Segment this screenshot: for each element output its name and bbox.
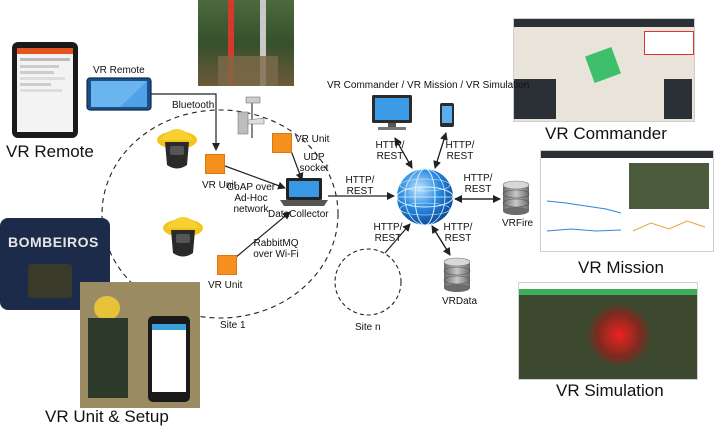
http-vrfire-label: HTTP/ REST — [463, 173, 493, 195]
vr-unit-setup-photo — [80, 282, 200, 408]
http-siten-label: HTTP/ REST — [373, 222, 403, 244]
clients-header-label: VR Commander / VR Mission / VR Simulatio… — [327, 80, 530, 91]
rabbitmq-label: RabbitMQ over Wi-Fi — [253, 238, 299, 260]
mobile-phone-icon — [440, 103, 454, 127]
vr-remote-tablet-icon — [86, 77, 152, 111]
vr-mission-caption: VR Mission — [578, 258, 664, 277]
vr-unit-label-center: VR Unit — [295, 134, 330, 145]
vrfire-database-icon — [502, 180, 530, 215]
vr-commander-caption: VR Commander — [545, 124, 667, 143]
site1-label: Site 1 — [220, 320, 246, 331]
http-mobile-label: HTTP/ REST — [445, 140, 475, 162]
siten-to-cloud — [384, 223, 411, 254]
vr-unit-label-bottom: VR Unit — [208, 280, 243, 291]
vr-unit-label-top: VR Unit — [202, 180, 237, 191]
desktop-computer-icon — [372, 95, 412, 130]
vr-mission-screenshot — [540, 150, 714, 252]
bluetooth-label: Bluetooth — [172, 100, 215, 111]
vr-simulation-caption: VR Simulation — [556, 381, 664, 400]
vr-unit-icon — [272, 133, 292, 153]
vr-unit-setup-caption: VR Unit & Setup — [45, 407, 169, 426]
http-vrdata-label: HTTP/ REST — [443, 222, 473, 244]
vr-remote-device-label: VR Remote — [93, 65, 145, 76]
siten-label: Site n — [355, 322, 381, 333]
vrdata-database-icon — [443, 257, 471, 292]
vrdata-label: VRData — [442, 296, 478, 307]
vr-unit-icon — [217, 255, 237, 275]
bombeiros-text: BOMBEIROS — [8, 234, 99, 250]
weather-sensor-icon — [237, 96, 265, 138]
firefighter-helmet-icon — [163, 217, 203, 257]
tower-photo — [198, 0, 294, 86]
coap-link — [224, 165, 286, 190]
firefighter-helmet-icon — [157, 129, 197, 169]
http-collector-label: HTTP/ REST — [345, 175, 375, 197]
coap-label: CoAP over Ad-Hoc network — [226, 182, 276, 215]
udp-label: UDP socket — [299, 152, 329, 174]
site1-boundary — [101, 109, 339, 319]
rabbitmq-link — [234, 211, 291, 259]
http-desktop-label: HTTP/ REST — [375, 140, 405, 162]
datacollector-label: DataCollector — [268, 209, 329, 220]
vr-simulation-screenshot — [518, 282, 698, 380]
internet-globe-icon — [396, 168, 454, 226]
vr-unit-icon — [205, 154, 225, 174]
udp-link — [289, 147, 304, 181]
siten-boundary — [334, 248, 402, 316]
bluetooth-link — [151, 93, 220, 151]
vrfire-label: VRFire — [502, 218, 534, 229]
vr-remote-tablet-photo — [12, 42, 78, 138]
datacollector-laptop-icon — [280, 178, 328, 206]
vr-remote-caption: VR Remote — [6, 142, 94, 161]
vr-commander-screenshot — [513, 18, 695, 122]
